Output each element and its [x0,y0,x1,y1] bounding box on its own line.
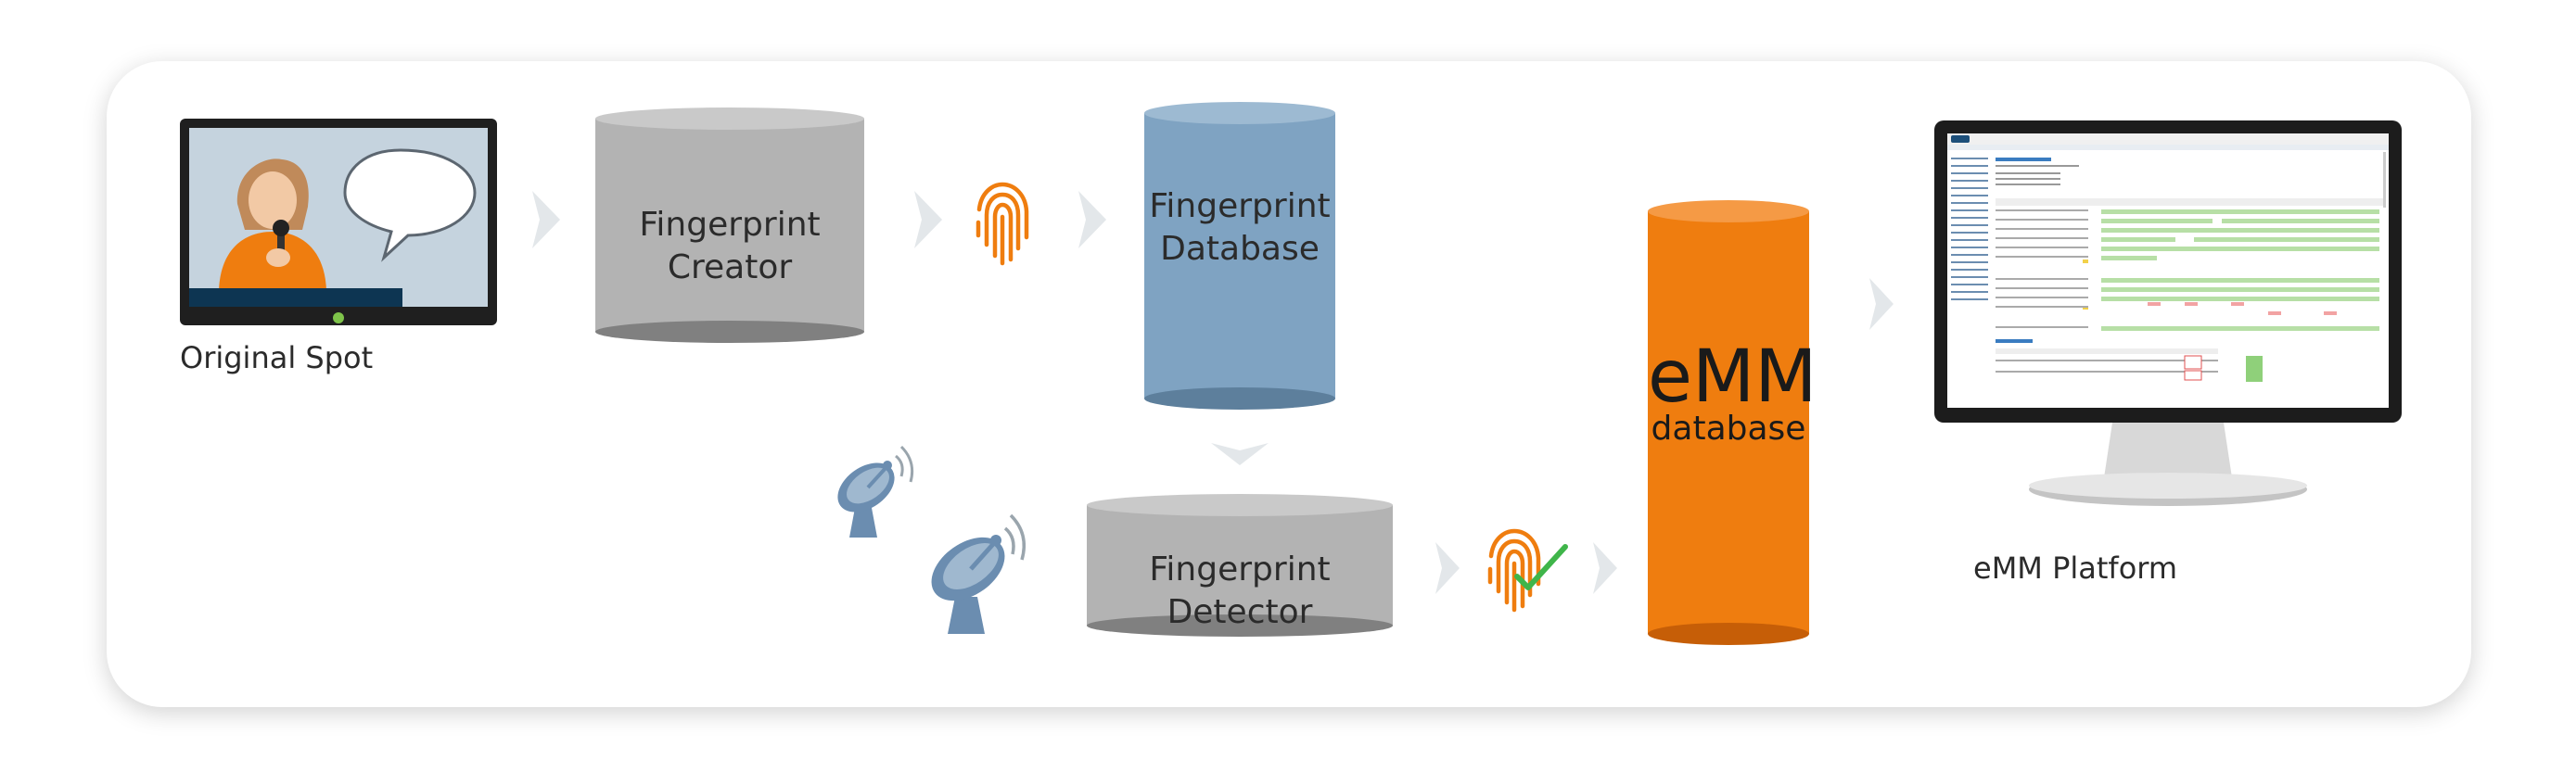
fingerprint-creator-cylinder [595,108,864,343]
fingerprint-detector-label: Fingerprint Detector [1149,551,1331,631]
monitor-icon [1934,120,2402,506]
chevron-right-icon [1593,542,1617,594]
chevron-right-icon [1435,542,1460,594]
fingerprint-database-label: Fingerprint Database [1144,185,1335,271]
fingerprint-detector-cylinder [1087,494,1393,637]
fingerprint-creator-label: Fingerprint Creator [639,206,821,286]
emm-database-big-label: eMM [1648,335,1817,419]
original-spot-label: Original Spot [180,340,374,375]
chevron-right-icon [532,191,560,248]
fingerprint-icon [976,182,1029,266]
satellite-dish-icon [837,445,914,538]
fingerprint-database-cylinder [1144,102,1335,410]
emm-database-small-label: database [1651,410,1806,448]
chevron-right-icon [1869,278,1894,330]
emm-platform-label: eMM Platform [1973,551,2178,586]
emm-database-cylinder [1648,200,1809,645]
chevron-right-icon [1078,191,1106,248]
satellite-dish-icon [931,513,1026,634]
chevron-right-icon [914,191,942,248]
tv-presenter-icon [180,119,497,325]
fingerprint-database-line1: Fingerprint [1149,187,1331,225]
fingerprint-check-icon [1487,528,1568,613]
chevron-down-icon [1211,443,1269,465]
fingerprint-database-line2: Database [1160,230,1320,268]
